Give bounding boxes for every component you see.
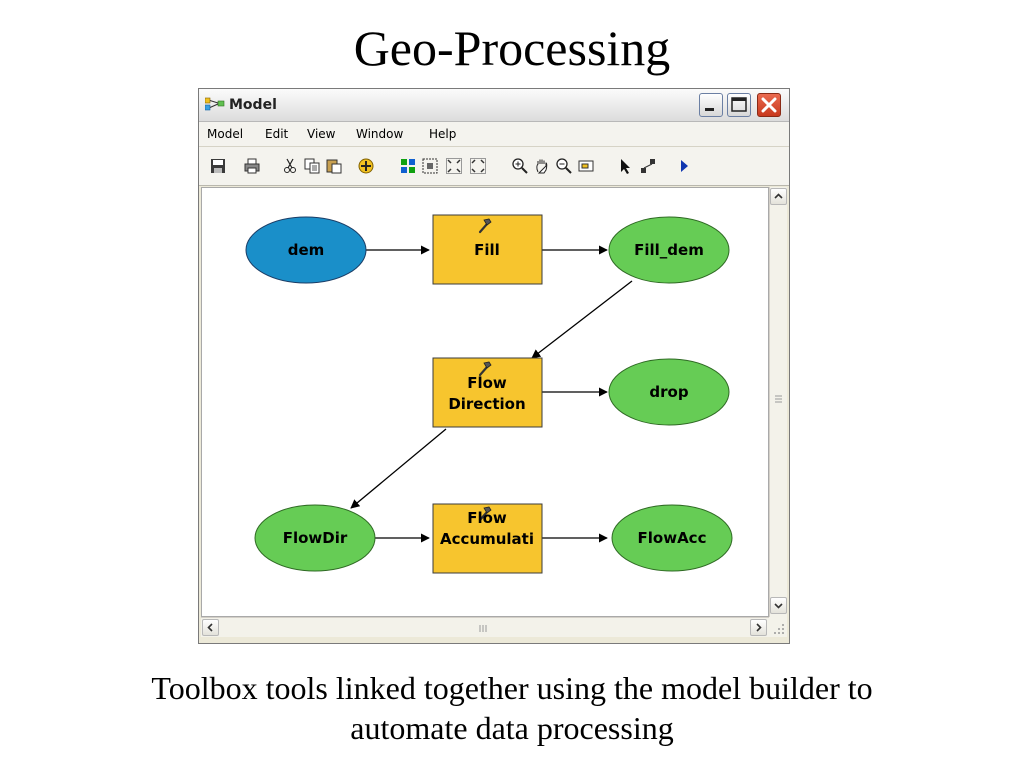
- node-dem-label: dem: [288, 241, 325, 259]
- menu-model[interactable]: Model: [207, 127, 244, 141]
- maximize-icon: [731, 97, 747, 112]
- tool-fill[interactable]: Fill: [432, 214, 543, 285]
- hammer-icon: [478, 506, 492, 522]
- paste-button[interactable]: [325, 157, 343, 175]
- pan-icon: [536, 159, 548, 174]
- full-extent-button[interactable]: [445, 157, 463, 175]
- zoom-in-icon: [512, 158, 528, 174]
- menu-view[interactable]: View: [307, 127, 336, 141]
- zoom-out-icon: [556, 158, 572, 174]
- scroll-grip-icon: [479, 625, 487, 632]
- chevron-down-icon: [774, 603, 783, 609]
- node-drop-label: drop: [649, 383, 688, 401]
- zoom-out-button[interactable]: [555, 157, 573, 175]
- fixed-zoom-button[interactable]: [469, 157, 487, 175]
- node-flowacc-label: FlowAcc: [638, 529, 707, 547]
- maximize-button[interactable]: [727, 93, 751, 117]
- node-flowdir[interactable]: FlowDir: [254, 504, 376, 572]
- add-data-button[interactable]: [357, 157, 375, 175]
- tool-flow-accumulation-label-1: Flow: [467, 509, 507, 527]
- scroll-grip-icon: [775, 395, 782, 403]
- select-icon: [621, 159, 630, 174]
- full-extent-icon: [446, 158, 462, 174]
- menu-window[interactable]: Window: [356, 127, 404, 141]
- hammer-icon: [478, 218, 492, 234]
- close-button[interactable]: [757, 93, 781, 117]
- overview-icon: [578, 160, 594, 172]
- window-title: Model: [229, 97, 277, 113]
- model-diagram: dem Fill_dem drop FlowDir FlowAcc: [245, 214, 733, 574]
- chevron-left-icon: [207, 623, 213, 632]
- vertical-scrollbar[interactable]: [769, 187, 787, 617]
- print-icon: [244, 158, 260, 174]
- toolbar: [199, 147, 789, 186]
- caption-line-1: Toolbox tools linked together using the …: [151, 670, 873, 706]
- scroll-left-button[interactable]: [202, 619, 219, 636]
- horizontal-scrollbar[interactable]: [201, 617, 769, 637]
- tool-flow-accumulation[interactable]: Flow Accumulati: [432, 503, 543, 574]
- node-fill-dem-label: Fill_dem: [634, 241, 704, 259]
- cut-icon: [284, 158, 296, 173]
- overview-button[interactable]: [577, 157, 595, 175]
- minimize-icon: [705, 108, 714, 111]
- caption-line-2: automate data processing: [350, 710, 674, 746]
- node-dem[interactable]: dem: [245, 216, 367, 284]
- cut-button[interactable]: [281, 157, 299, 175]
- chevron-up-icon: [774, 193, 783, 199]
- select-all-icon: [422, 158, 438, 174]
- tool-flow-direction[interactable]: Flow Direction: [432, 357, 543, 428]
- connect-icon: [641, 159, 655, 173]
- print-button[interactable]: [243, 157, 261, 175]
- tool-flow-direction-label-2: Direction: [448, 395, 525, 413]
- save-button[interactable]: [209, 157, 227, 175]
- model-app-icon: [205, 97, 225, 111]
- menu-edit[interactable]: Edit: [265, 127, 289, 141]
- copy-icon: [304, 158, 320, 174]
- paste-icon: [326, 159, 342, 174]
- save-icon: [211, 159, 225, 173]
- node-flowacc[interactable]: FlowAcc: [611, 504, 733, 572]
- chevron-right-icon: [756, 623, 762, 632]
- tool-flow-direction-label-1: Flow: [467, 374, 507, 392]
- model-canvas[interactable]: dem Fill_dem drop FlowDir FlowAcc: [201, 187, 769, 617]
- layout-icon: [401, 159, 415, 173]
- auto-layout-button[interactable]: [399, 157, 417, 175]
- resize-grip[interactable]: [769, 617, 787, 637]
- slide-title: Geo-Processing: [353, 20, 671, 76]
- resize-grip-icon: [774, 624, 784, 634]
- select-element-button[interactable]: [617, 157, 635, 175]
- node-fill-dem[interactable]: Fill_dem: [608, 216, 730, 284]
- scroll-down-button[interactable]: [770, 597, 787, 614]
- scroll-right-button[interactable]: [750, 619, 767, 636]
- node-flowdir-label: FlowDir: [283, 529, 348, 547]
- fixed-zoom-icon: [470, 158, 486, 174]
- connect-button[interactable]: [639, 157, 657, 175]
- run-button[interactable]: [675, 157, 693, 175]
- menu-bar: Model Edit View Window Help: [199, 122, 789, 147]
- hammer-icon: [478, 361, 492, 377]
- pan-button[interactable]: [533, 157, 551, 175]
- title-bar[interactable]: Model: [199, 89, 789, 122]
- minimize-button[interactable]: [699, 93, 723, 117]
- select-all-button[interactable]: [421, 157, 439, 175]
- run-icon: [681, 160, 688, 172]
- model-window: Model Model Edit View Window Help: [198, 88, 790, 644]
- tool-flow-accumulation-label-2: Accumulati: [440, 530, 534, 548]
- close-icon: [761, 97, 777, 113]
- menu-help[interactable]: Help: [429, 127, 457, 141]
- slide-caption: Toolbox tools linked together using the …: [0, 668, 1024, 748]
- connector-flowdirection-flowdir: [350, 428, 447, 509]
- node-drop[interactable]: drop: [608, 358, 730, 426]
- scroll-up-button[interactable]: [770, 188, 787, 205]
- add-data-icon: [358, 158, 374, 174]
- connector-filldem-flowdirection: [531, 280, 633, 359]
- copy-button[interactable]: [303, 157, 321, 175]
- zoom-in-button[interactable]: [511, 157, 529, 175]
- tool-fill-label: Fill: [474, 241, 500, 259]
